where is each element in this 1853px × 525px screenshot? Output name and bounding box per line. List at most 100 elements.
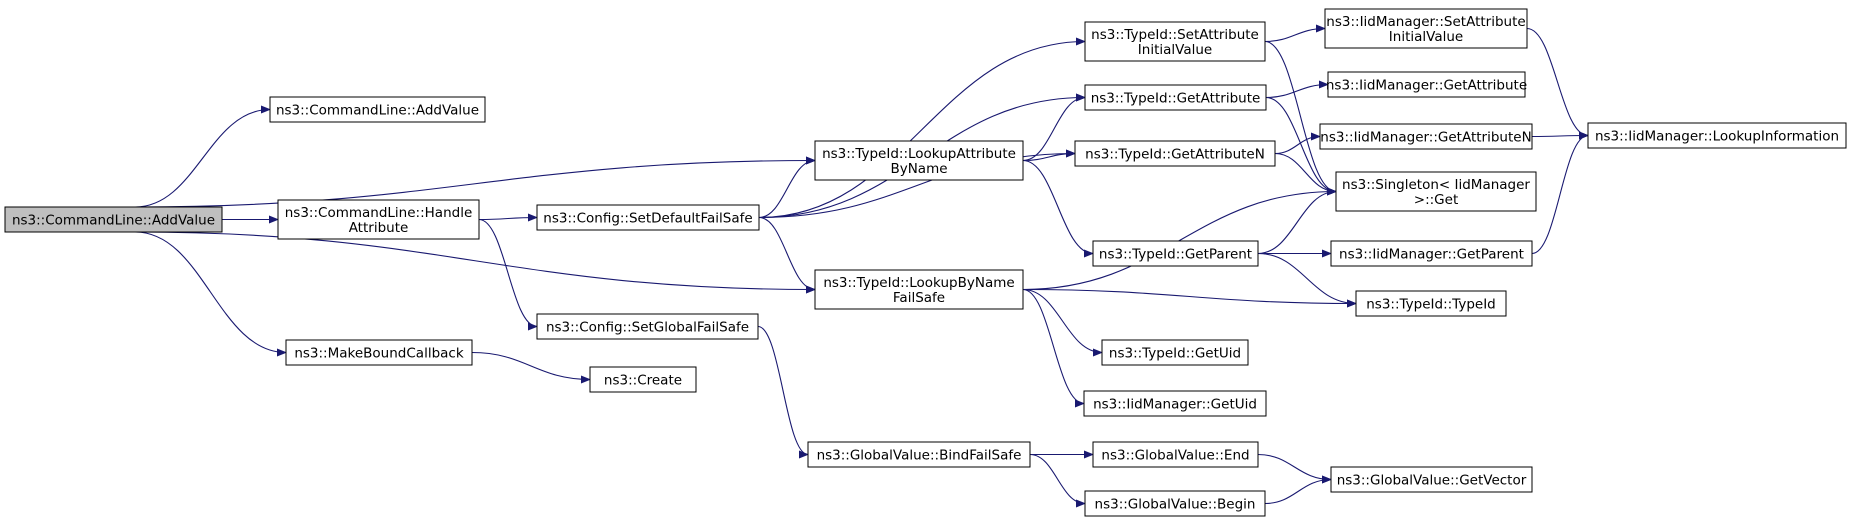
edge-getattrn-to-iid-getattrn (1274, 132, 1321, 155)
node-label: ns3::TypeId::GetAttributeN (1085, 147, 1265, 163)
node-typeid-ctor[interactable]: ns3::TypeId::TypeId (1355, 290, 1507, 317)
node-iid-getattr[interactable]: ns3::IidManager::GetAttribute (1326, 71, 1527, 98)
node-label: >::Get (1414, 192, 1458, 208)
node-box (1084, 490, 1266, 517)
node-box (807, 441, 1031, 468)
node-label: FailSafe (893, 290, 945, 306)
node-gv-getvector[interactable]: ns3::GlobalValue::GetVector (1330, 466, 1533, 493)
node-getattr[interactable]: ns3::TypeId::GetAttribute (1084, 84, 1267, 111)
node-box (536, 204, 760, 231)
node-box (1330, 466, 1533, 493)
edge-setglobal-to-bindfailsafe (757, 325, 809, 459)
edge-iid-getattrn-to-iid-lookupinfo (1531, 131, 1589, 140)
node-box (1092, 441, 1259, 468)
node-setdefault[interactable]: ns3::Config::SetDefaultFailSafe (536, 204, 760, 231)
node-box (536, 313, 759, 340)
edge-lookupbyname-to-typeid-ctor (1022, 288, 1357, 308)
node-label: ns3::MakeBoundCallback (294, 346, 464, 362)
node-box (1587, 122, 1847, 149)
node-iid-setattrinit[interactable]: ns3::IidManager::SetAttributeInitialValu… (1324, 8, 1528, 49)
edge-makebound-to-create (471, 351, 591, 384)
node-gv-begin[interactable]: ns3::GlobalValue::Begin (1084, 490, 1266, 517)
node-label: ns3::IidManager::GetAttributeN (1320, 130, 1531, 146)
node-cl-addvalue-root[interactable]: ns3::CommandLine::AddValue (4, 206, 223, 233)
node-box (285, 339, 473, 366)
node-box (814, 269, 1024, 310)
node-getparent[interactable]: ns3::TypeId::GetParent (1092, 240, 1259, 267)
node-iid-lookupinfo[interactable]: ns3::IidManager::LookupInformation (1587, 122, 1847, 149)
node-box (4, 206, 223, 233)
edge-setdefault-to-lookupbyname (758, 216, 816, 294)
node-box (1084, 84, 1267, 111)
node-box (1092, 240, 1259, 267)
node-iid-getattrn[interactable]: ns3::IidManager::GetAttributeN (1319, 123, 1533, 150)
node-box (277, 199, 480, 240)
node-getattrn[interactable]: ns3::TypeId::GetAttributeN (1074, 140, 1276, 167)
node-label: ns3::Create (604, 373, 682, 389)
edge-getattr-to-iid-getattr (1265, 80, 1329, 99)
edge-getparent-to-singleton (1257, 187, 1337, 255)
node-setglobal[interactable]: ns3::Config::SetGlobalFailSafe (536, 313, 759, 340)
node-box (1083, 390, 1267, 417)
edge-lookupattr-to-getparent (1022, 159, 1094, 258)
edge-lookupattr-to-getattrn (1022, 149, 1076, 162)
node-label: InitialValue (1389, 29, 1463, 45)
edge-getattrn-to-singleton (1274, 152, 1337, 196)
edge-getparent-to-typeid-ctor (1257, 252, 1357, 308)
node-label: ns3::TypeId::TypeId (1366, 297, 1496, 313)
node-create[interactable]: ns3::Create (589, 366, 697, 393)
node-iid-getuid[interactable]: ns3::IidManager::GetUid (1083, 390, 1267, 417)
node-label: ns3::TypeId::GetUid (1109, 346, 1241, 362)
edge-setdefault-to-getattrn (758, 149, 1076, 219)
node-label: ns3::IidManager::GetUid (1093, 397, 1257, 413)
edge-cl-addvalue-root-to-lookupbyname (135, 231, 816, 294)
node-makebound[interactable]: ns3::MakeBoundCallback (285, 339, 473, 366)
node-box (1327, 71, 1526, 98)
node-label: ns3::IidManager::GetParent (1339, 247, 1524, 263)
node-label: ns3::TypeId::GetAttribute (1091, 91, 1261, 107)
node-box (1355, 290, 1507, 317)
node-label: ns3::CommandLine::AddValue (276, 103, 479, 119)
edge-lookupbyname-to-getuid (1022, 288, 1103, 357)
node-box (1319, 123, 1533, 150)
edge-setattrinit-to-iid-setattrinit (1264, 24, 1326, 43)
node-label: ns3::Config::SetGlobalFailSafe (546, 320, 749, 336)
node-label: ns3::GlobalValue::Begin (1095, 497, 1256, 513)
node-box (269, 96, 486, 123)
node-box (1324, 8, 1528, 49)
node-box (1101, 339, 1249, 366)
edge-bindfailsafe-to-gv-begin (1029, 453, 1086, 508)
node-gv-end[interactable]: ns3::GlobalValue::End (1092, 441, 1259, 468)
node-box (1084, 21, 1266, 62)
node-label: ns3::GlobalValue::BindFailSafe (817, 448, 1022, 464)
node-label: ns3::Config::SetDefaultFailSafe (543, 211, 752, 227)
node-label: ns3::Singleton< IidManager (1342, 177, 1530, 193)
node-label: Attribute (349, 220, 409, 236)
node-singleton[interactable]: ns3::Singleton< IidManager >::Get (1335, 171, 1537, 212)
edge-cl-addvalue-root-to-lookupattr (135, 156, 816, 208)
node-box (589, 366, 697, 393)
edge-cl-addvalue-root-to-makebound (135, 231, 287, 357)
node-getuid[interactable]: ns3::TypeId::GetUid (1101, 339, 1249, 366)
edge-cl-handle-to-setglobal (478, 218, 538, 331)
node-label: ns3::IidManager::SetAttribute (1326, 14, 1525, 30)
edge-setattrinit-to-singleton (1264, 40, 1337, 196)
edge-setdefault-to-setattrinit (758, 37, 1086, 219)
edge-lookupbyname-to-iid-getuid (1022, 288, 1085, 408)
node-label: ns3::TypeId::GetParent (1099, 247, 1252, 263)
node-label: ns3::TypeId::LookupByName (823, 275, 1014, 291)
node-bindfailsafe[interactable]: ns3::GlobalValue::BindFailSafe (807, 441, 1031, 468)
node-label: InitialValue (1138, 42, 1212, 58)
node-label: ns3::TypeId::LookupAttribute (822, 146, 1016, 162)
node-box (1074, 140, 1276, 167)
edge-setdefault-to-lookupattr (758, 156, 816, 219)
node-label: ns3::GlobalValue::GetVector (1337, 473, 1527, 489)
node-cl-addvalue[interactable]: ns3::CommandLine::AddValue (269, 96, 486, 123)
edge-getattr-to-singleton (1265, 96, 1337, 196)
edge-lookupattr-to-getattr (1022, 93, 1086, 162)
node-iid-getparent[interactable]: ns3::IidManager::GetParent (1330, 240, 1533, 267)
